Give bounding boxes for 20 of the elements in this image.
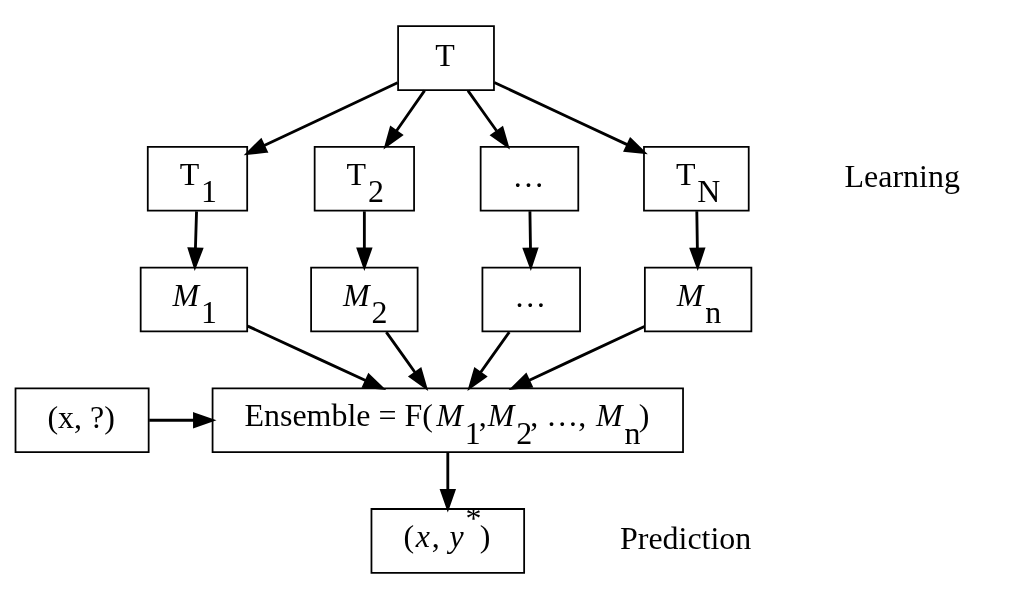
node-box: …	[481, 266, 581, 332]
arrow	[187, 210, 204, 271]
node-box: (x, ?)	[14, 386, 150, 453]
arrow	[508, 324, 646, 390]
node-box: …	[479, 145, 580, 212]
arrow	[383, 89, 426, 150]
arrow	[247, 324, 387, 390]
arrow	[467, 330, 511, 391]
arrow	[466, 89, 510, 150]
node-box: T	[397, 24, 495, 91]
label: Prediction	[620, 520, 752, 556]
arrow	[356, 210, 373, 271]
arrow	[522, 210, 539, 271]
arrow	[439, 452, 457, 512]
label: Learning	[844, 158, 960, 194]
arrow	[689, 210, 706, 271]
arrow	[243, 80, 399, 155]
arrow	[493, 80, 648, 154]
arrow	[149, 411, 217, 428]
arrow	[385, 330, 429, 391]
